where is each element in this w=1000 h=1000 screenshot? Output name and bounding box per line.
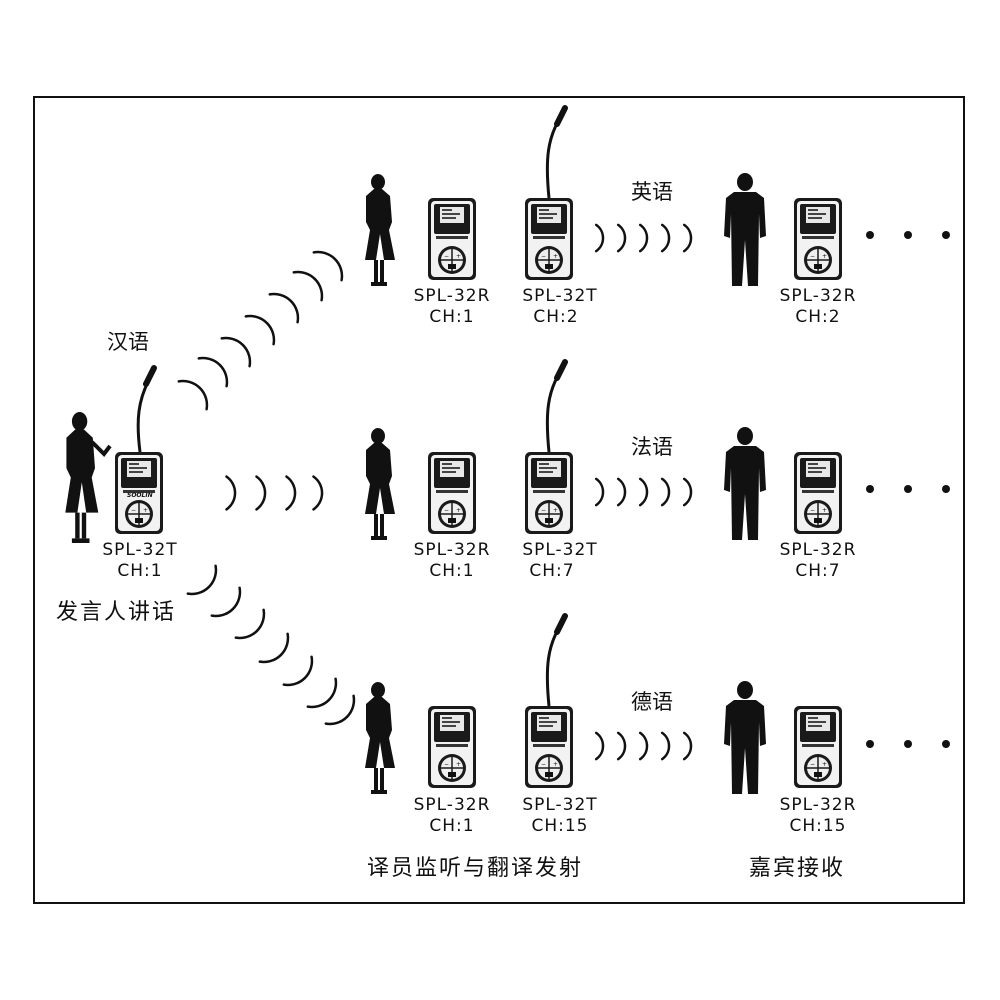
guest-receiver-icon (793, 451, 843, 535)
interpreter-woman-icon (365, 682, 395, 794)
signal-wave-up (292, 270, 324, 302)
row2-interp-tx-model: SPL-32T (522, 540, 598, 560)
row1-interp-rx-channel: CH:1 (429, 307, 475, 327)
signal-wave-down (282, 655, 314, 687)
signal-wave-down (210, 586, 242, 618)
signal-wave-out (660, 223, 671, 253)
row2-interp-rx-channel: CH:1 (429, 561, 475, 581)
interpreter-transmitter-icon (524, 105, 574, 281)
interpreter-transmitter-icon (524, 613, 574, 789)
signal-wave-out (594, 477, 605, 507)
guest-man-icon (724, 427, 766, 540)
speaker-transmitter-icon: SOOLIN (114, 365, 164, 535)
signal-wave-down (306, 677, 338, 709)
row2-guest-rx-model: SPL-32R (779, 540, 857, 560)
signal-wave-up (268, 292, 300, 324)
guest-receiver-icon (793, 197, 843, 281)
row1-guest-rx-channel: CH:2 (795, 307, 841, 327)
signal-wave-out (660, 477, 671, 507)
row2-guest-rx-channel: CH:7 (795, 561, 841, 581)
signal-wave-up (220, 336, 252, 368)
svg-text:SOOLIN: SOOLIN (127, 492, 153, 499)
row3-interp-rx-channel: CH:1 (429, 816, 475, 836)
signal-wave-out (638, 477, 649, 507)
interpreter-woman-icon (365, 174, 395, 286)
speaker-device-model: SPL-32T (102, 540, 178, 560)
row2-interp-rx-model: SPL-32R (413, 540, 491, 560)
row3-interp-tx-channel: CH:15 (531, 816, 589, 836)
signal-wave-out (638, 731, 649, 761)
signal-wave-out (616, 223, 627, 253)
row1-interp-tx-channel: CH:2 (533, 307, 579, 327)
signal-wave-straight (312, 475, 324, 511)
speaker-caption: 发言人讲话 (55, 600, 177, 625)
speaker-language-label: 汉语 (107, 330, 149, 354)
speaker-arm (90, 440, 112, 458)
interpreter-transmitter-icon (524, 359, 574, 535)
row2-interp-tx-channel: CH:7 (529, 561, 575, 581)
speaker-woman-icon (65, 412, 99, 544)
signal-wave-down (258, 632, 290, 664)
row3-interp-rx-model: SPL-32R (413, 795, 491, 815)
row1-interp-rx-model: SPL-32R (413, 286, 491, 306)
signal-wave-out (616, 477, 627, 507)
signal-wave-up (312, 250, 344, 282)
signal-wave-out (682, 477, 693, 507)
row3-interp-tx-model: SPL-32T (522, 795, 598, 815)
interpreters-caption: 译员监听与翻译发射 (366, 856, 584, 881)
signal-wave-out (638, 223, 649, 253)
signal-wave-out (594, 223, 605, 253)
signal-wave-down (324, 694, 356, 726)
row2-language-label: 法语 (631, 435, 673, 459)
signal-wave-straight (285, 475, 297, 511)
signal-waves (177, 250, 356, 726)
diagram-frame (33, 96, 965, 904)
signal-wave-straight (225, 475, 237, 511)
guest-man-icon (724, 173, 766, 286)
signal-wave-out (660, 731, 671, 761)
signal-wave-out (682, 223, 693, 253)
signal-wave-up (177, 379, 209, 411)
signal-wave-down (234, 608, 266, 640)
interpreter-receiver-icon (427, 451, 477, 535)
guest-receiver-icon (793, 705, 843, 789)
signal-wave-straight (255, 475, 267, 511)
signal-wave-up (244, 314, 276, 346)
row-1 (365, 105, 843, 286)
interpreter-receiver-icon (427, 197, 477, 281)
row1-language-label: 英语 (631, 180, 673, 204)
row-3 (365, 613, 843, 794)
signal-wave-out (682, 731, 693, 761)
signal-wave-down (186, 564, 218, 596)
interpreter-woman-icon (365, 428, 395, 540)
row3-language-label: 德语 (631, 690, 673, 714)
row3-guest-rx-model: SPL-32R (779, 795, 857, 815)
guests-caption: 嘉宾接收 (748, 856, 846, 881)
interpreter-receiver-icon (427, 705, 477, 789)
signal-wave-out (616, 731, 627, 761)
guest-man-icon (724, 681, 766, 794)
row3-guest-rx-channel: CH:15 (789, 816, 847, 836)
signal-wave-out (594, 731, 605, 761)
row1-guest-rx-model: SPL-32R (779, 286, 857, 306)
speaker-device-channel: CH:1 (117, 561, 163, 581)
row1-interp-tx-model: SPL-32T (522, 286, 598, 306)
row-2 (365, 359, 843, 540)
signal-wave-up (197, 356, 229, 388)
